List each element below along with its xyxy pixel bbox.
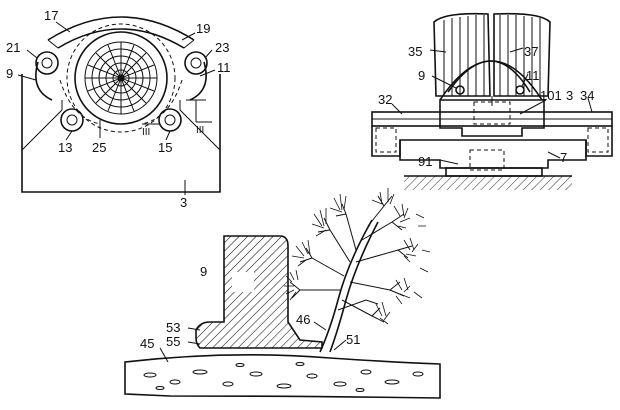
- label-101: 101: [540, 88, 562, 103]
- motor-35: [433, 12, 491, 97]
- label-9-field: 9: [200, 264, 207, 279]
- label-13: 13: [58, 140, 72, 155]
- label-15: 15: [158, 140, 172, 155]
- roller-23: [184, 51, 208, 75]
- head-9: [195, 235, 323, 349]
- field-view-figure: 9 53 55 45 46 51: [124, 188, 441, 399]
- label-51: 51: [346, 332, 360, 347]
- label-9: 9: [6, 66, 13, 81]
- log-end-rings: [84, 41, 158, 115]
- label-17: 17: [44, 8, 58, 23]
- label-9-front: 9: [418, 68, 425, 83]
- base-7: [399, 140, 587, 190]
- label-7: 7: [560, 150, 567, 165]
- label-23: 23: [215, 40, 229, 55]
- label-46: 46: [296, 312, 310, 327]
- roller-15: [158, 108, 182, 132]
- ground-symbols: III III: [142, 121, 212, 138]
- label-37: 37: [524, 44, 538, 59]
- roller-21: [35, 51, 59, 75]
- roller-13: [60, 108, 84, 132]
- svg-text:III: III: [196, 125, 204, 136]
- tree-stem-46: [319, 219, 379, 353]
- tree-foliage: [289, 195, 413, 323]
- label-11: 11: [217, 60, 231, 75]
- label-91: 91: [418, 154, 432, 169]
- label-45: 45: [140, 336, 154, 351]
- label-21: 21: [6, 40, 20, 55]
- tree-needles: [284, 188, 431, 325]
- side-view-leaders: [17, 21, 216, 195]
- label-11-front: 11: [526, 68, 540, 83]
- front-view-figure: 35 37 9 11 32 101 3 34 91 7: [371, 12, 613, 190]
- center-block: [439, 99, 545, 137]
- label-32: 32: [378, 92, 392, 107]
- label-34: 34: [580, 88, 594, 103]
- label-19: 19: [196, 21, 210, 36]
- beam-32-34: [371, 111, 613, 157]
- log-drum: [74, 31, 168, 125]
- label-25: 25: [92, 140, 106, 155]
- label-55: 55: [166, 334, 180, 349]
- label-3-front: 3: [566, 88, 573, 103]
- housing-3: [21, 74, 221, 193]
- label-3-side: 3: [180, 195, 187, 210]
- ground-45: [124, 354, 441, 399]
- field-view-leaders: [159, 321, 347, 363]
- svg-text:III: III: [142, 127, 150, 138]
- cover-arc: [47, 16, 195, 41]
- front-view-leaders: [391, 47, 593, 165]
- label-53: 53: [166, 320, 180, 335]
- motor-37: [493, 12, 551, 97]
- side-view-figure: III III 17 19 21 23 9 11 13 25 15 3: [6, 8, 231, 210]
- label-35: 35: [408, 44, 422, 59]
